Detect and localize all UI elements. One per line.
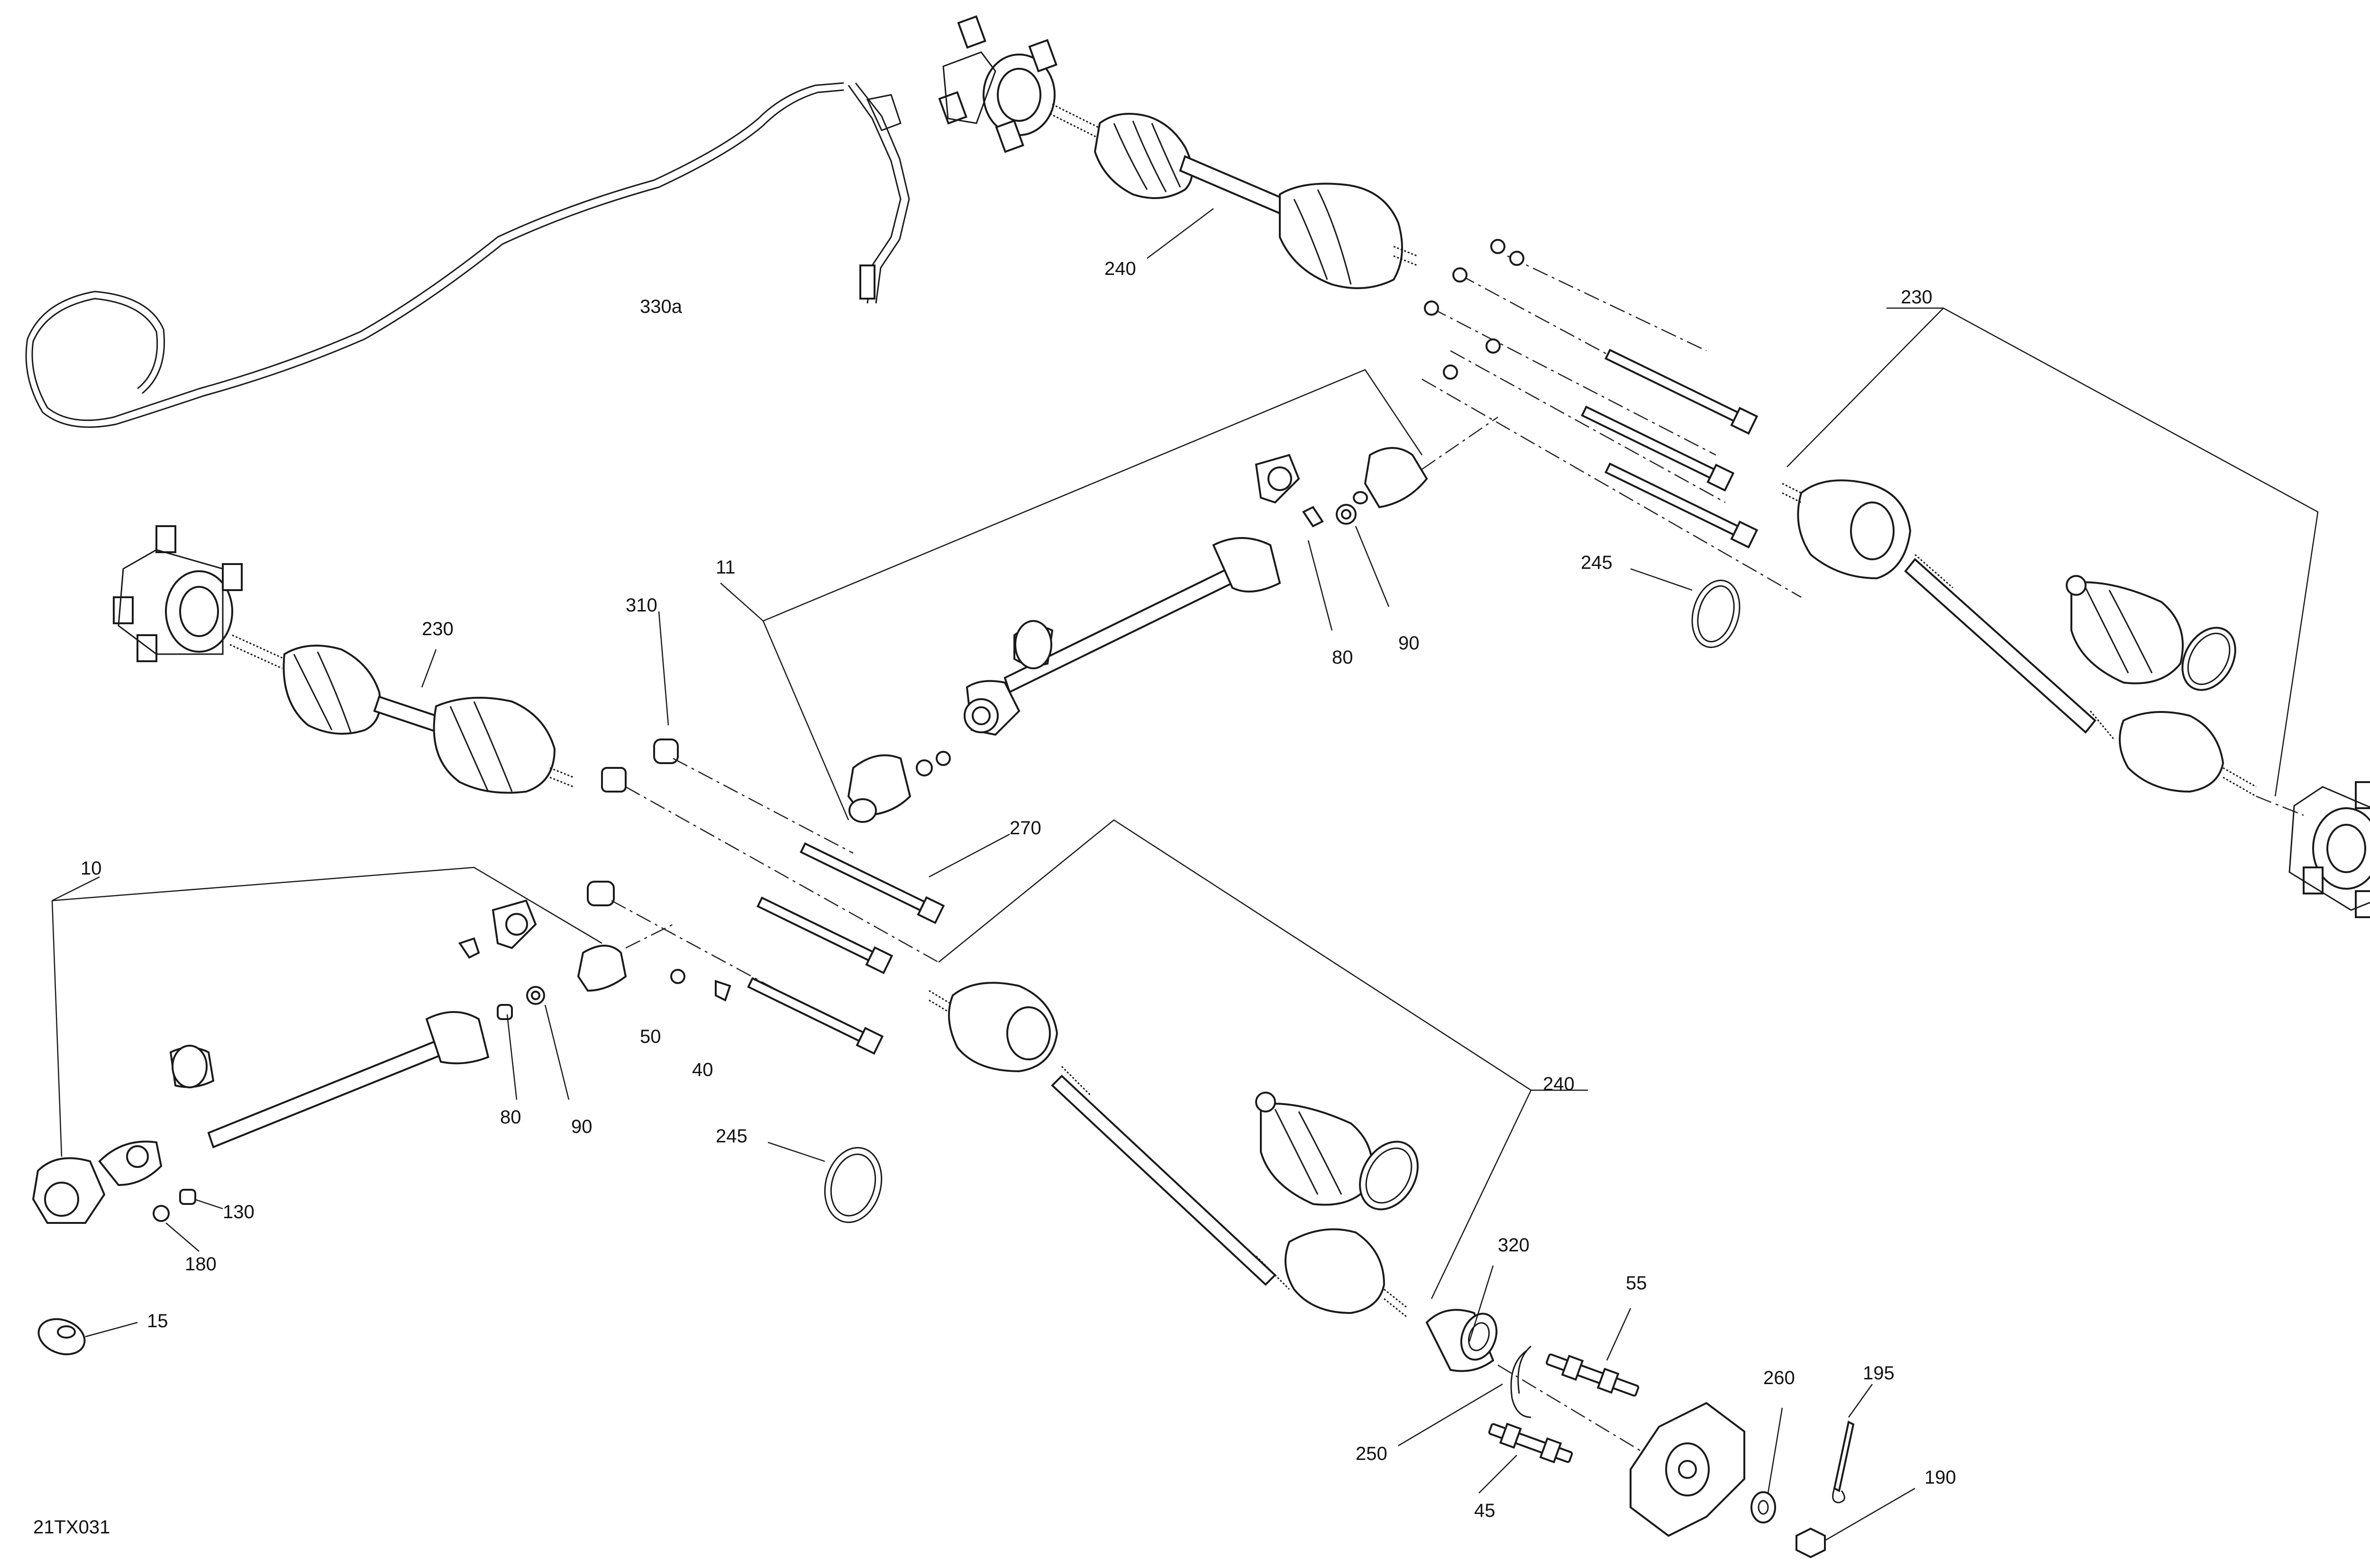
- callout-50: 45: [1474, 1500, 1495, 1521]
- washer-15: [37, 1318, 138, 1356]
- snap-ring-245-right: [1630, 568, 1741, 648]
- callout-245-left: 245: [716, 1126, 747, 1147]
- upper-drive-shaft-240: [938, 15, 1418, 289]
- callout-240-upper: 240: [1104, 258, 1136, 279]
- callout-230-upper: 230: [1901, 287, 1932, 308]
- callout-130: 130: [223, 1202, 255, 1222]
- prop-shaft-11: [720, 369, 1498, 823]
- callout-90-upper: 90: [1398, 633, 1420, 654]
- callout-310: 250: [1356, 1443, 1387, 1464]
- callout-230-left: 230: [422, 619, 454, 639]
- callout-80-lower: 80: [500, 1107, 521, 1128]
- callout-320: 260: [1763, 1367, 1795, 1388]
- callout-15: 15: [147, 1311, 168, 1331]
- snap-ring-245-left: [767, 1141, 883, 1223]
- prop-shaft-10: [32, 866, 674, 1252]
- right-hub: [2288, 781, 2370, 918]
- callout-11: 11: [716, 557, 736, 578]
- lower-drive-shaft-240: [929, 819, 1915, 1559]
- callout-80-upper: 80: [1332, 647, 1353, 668]
- callout-330a: 330a: [640, 296, 683, 317]
- callout-45: 50: [640, 1026, 661, 1047]
- callout-195: 195: [1863, 1363, 1895, 1384]
- sensor-cable: [25, 82, 910, 428]
- callout-90-lower: 90: [571, 1116, 592, 1137]
- callout-180: 180: [185, 1254, 217, 1275]
- callout-245-right: 245: [1581, 552, 1613, 573]
- lower-hub: [1630, 1402, 1745, 1537]
- callout-190: 190: [1924, 1467, 1956, 1488]
- left-drive-shaft-230: [113, 525, 574, 794]
- callout-260: 310: [626, 595, 657, 616]
- upper-hub: [938, 15, 1057, 153]
- right-drive-shaft-230: [1782, 307, 2370, 918]
- left-hub: [113, 525, 243, 662]
- callout-40: 40: [692, 1059, 713, 1080]
- callout-labels: 330a 240 230 245 80 90 11 310 230 270 10…: [81, 258, 1956, 1521]
- callout-250: 270: [1010, 818, 1041, 839]
- callout-270: 320: [1498, 1235, 1530, 1256]
- callout-10: 10: [81, 858, 102, 879]
- left-fastener-group: [587, 611, 1010, 1055]
- drawing-code: 21TX031: [33, 1517, 110, 1538]
- upper-fastener-group: [1422, 239, 1802, 598]
- callout-55: 55: [1626, 1273, 1647, 1294]
- callout-240-lower: 240: [1543, 1074, 1575, 1094]
